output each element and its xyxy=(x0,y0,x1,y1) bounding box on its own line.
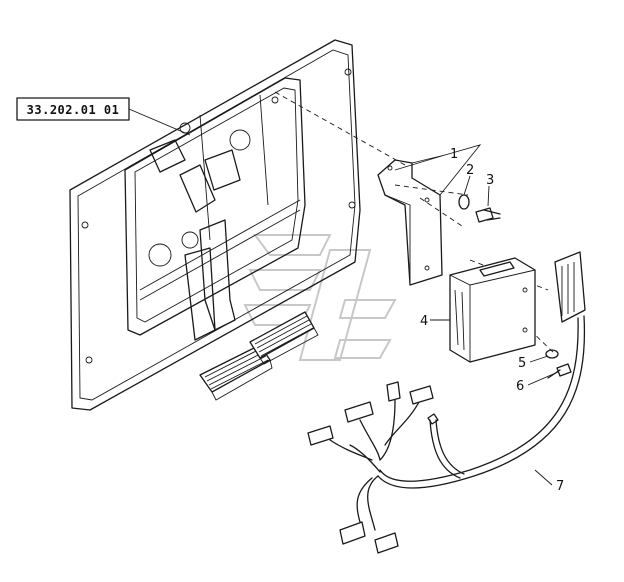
reference-label: 33.202.01 01 xyxy=(27,103,120,117)
callout-numbers: 1 2 3 4 5 6 7 xyxy=(420,147,564,494)
control-unit xyxy=(449,257,536,363)
callout-6: 6 xyxy=(516,379,524,394)
harness-connectors-small xyxy=(307,381,439,554)
pedal-assembly xyxy=(149,139,319,401)
callout-4: 4 xyxy=(420,314,428,329)
bracket xyxy=(377,159,443,286)
callout-5: 5 xyxy=(518,356,526,371)
reference-label-box: 33.202.01 01 xyxy=(16,97,191,136)
mounting-panel xyxy=(69,39,361,411)
washer-and-bolt xyxy=(458,194,501,223)
callout-2: 2 xyxy=(466,163,474,178)
callout-7: 7 xyxy=(556,479,564,494)
harness-connector-large xyxy=(554,251,586,323)
callout-3: 3 xyxy=(486,173,494,188)
callout-1: 1 xyxy=(450,147,458,162)
callout-leaders xyxy=(394,144,559,486)
washer-and-screw xyxy=(545,349,572,379)
wiring-harness xyxy=(329,315,586,531)
